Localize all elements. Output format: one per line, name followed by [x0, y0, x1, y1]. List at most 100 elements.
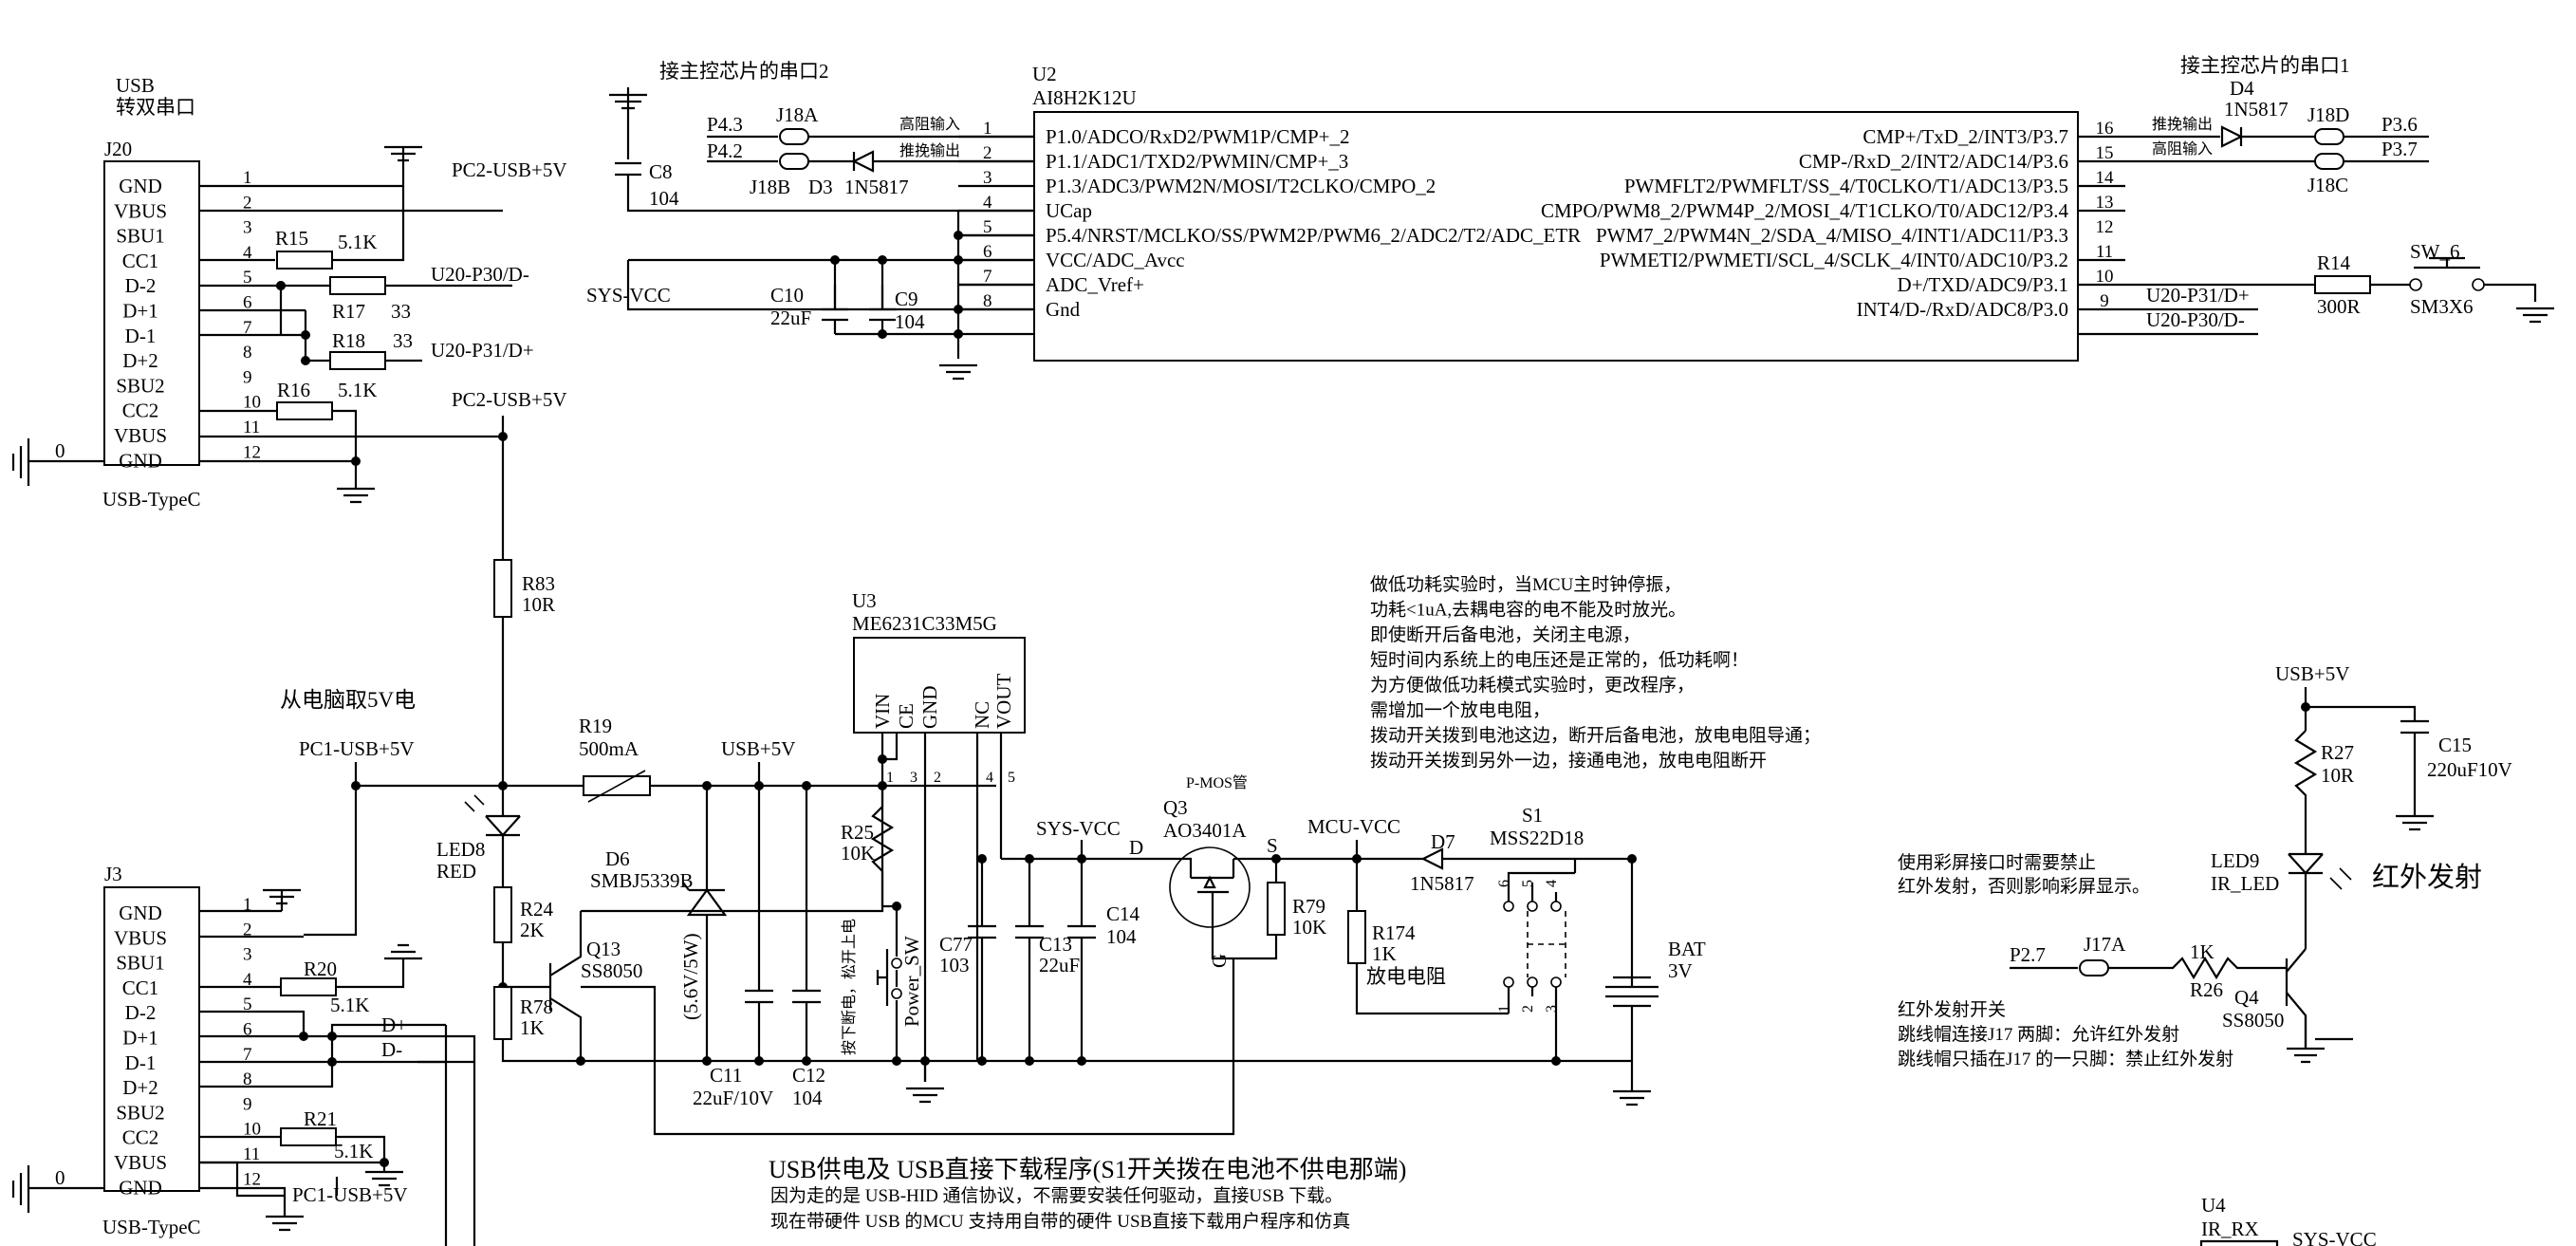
r18-body — [329, 351, 386, 370]
low-power-note-line: 即使断开后备电池，关闭主电源， — [1370, 624, 1640, 645]
usb-pin-number: 2 — [243, 920, 252, 939]
uart1-title: 接主控芯片的串口1 — [2180, 54, 2350, 77]
j20-shield-ground — [11, 438, 104, 486]
bat-symbol — [1605, 976, 1659, 1008]
r19-value: 500mA — [579, 737, 639, 760]
u4-part: IR_RX — [2201, 1218, 2259, 1240]
usb-pin-name: VBUS — [114, 424, 167, 447]
mcu-pin-name: INT4/D-/RxD/ADC8/P3.0 — [1857, 298, 2068, 321]
usb-pin-name: GND — [119, 902, 162, 924]
r174-body — [1347, 910, 1366, 964]
j18d-body — [2314, 128, 2344, 145]
c10-ref: C10 — [770, 284, 804, 307]
net-g: G — [1208, 954, 1231, 968]
q3-part: AO3401A — [1163, 819, 1247, 842]
c11-value: 22uF/10V — [693, 1087, 773, 1109]
r78-value: 1K — [520, 1016, 545, 1039]
ldo-pin-name: NC — [971, 701, 993, 729]
usb-pin-number: 10 — [243, 393, 261, 413]
s1-pin-number: 4 — [1544, 880, 1560, 887]
sw6-ref: SW_6 — [2410, 240, 2460, 263]
mcu-pin-name: D+/TXD/ADC9/P3.1 — [1898, 273, 2068, 296]
net-u20-p31: U20-P31/D+ — [431, 339, 534, 362]
j20-body — [103, 160, 200, 466]
sw6-part: SM3X6 — [2410, 295, 2474, 318]
r26-value: 1K — [2190, 940, 2215, 963]
mcu-pin-number: 11 — [2096, 242, 2113, 262]
power-sw-note: 按下断电，松开上电 — [841, 919, 858, 1055]
c15-value: 220uF10V — [2427, 758, 2512, 781]
net-u20-p30-right: U20-P30/D- — [2146, 308, 2245, 331]
r24-value: 2K — [520, 919, 545, 941]
usb-pin-number: 3 — [243, 218, 252, 238]
bottom-note-line-2: 现在带硬件 USB 的MCU 支持用自带的硬件 USB直接下载用户程序和仿真 — [770, 1211, 1350, 1232]
usb-pin-name: D-1 — [125, 325, 157, 347]
c15-ref: C15 — [2438, 734, 2472, 756]
net-u20-p31-right: U20-P31/D+ — [2146, 284, 2250, 307]
q4-ref: Q4 — [2234, 986, 2259, 1009]
s1-pin-number: 1 — [1496, 1005, 1512, 1013]
usb-pin-number: 6 — [243, 293, 252, 313]
ldo-pin-name: GND — [918, 686, 941, 730]
j20-shield-label: 0 — [55, 439, 65, 462]
mcu-pin-number: 8 — [983, 291, 992, 311]
r21-body — [280, 1127, 337, 1146]
usb-pin-name: GND — [119, 449, 162, 472]
d4-symbol — [2220, 125, 2244, 148]
r79-ref: R79 — [1292, 895, 1325, 918]
usb-pin-number: 12 — [243, 442, 261, 462]
usb-pin-name: D+1 — [122, 300, 158, 323]
q4-part: SS8050 — [2222, 1009, 2284, 1032]
c13-value: 22uF — [1039, 954, 1080, 976]
q3-body — [1169, 846, 1251, 928]
s1-part: MSS22D18 — [1490, 827, 1584, 849]
usb-pin-name: D-1 — [125, 1051, 157, 1074]
r78-body — [493, 986, 512, 1040]
usb-pin-name: VBUS — [114, 926, 167, 949]
j18d-ref: J18D — [2307, 103, 2349, 126]
led8-ref: LED8 — [436, 838, 485, 861]
r14-value: 300R — [2317, 295, 2361, 318]
r24-ref: R24 — [520, 898, 554, 921]
mcu-ref: U2 — [1032, 63, 1057, 85]
usb-pin-name: CC2 — [122, 1126, 159, 1149]
r25-value: 10K — [841, 842, 875, 865]
mcu-pin-name: Gnd — [1046, 298, 1081, 321]
r174-value: 1K — [1372, 942, 1397, 965]
c9-ref: C9 — [895, 288, 918, 310]
bottom-note-title: USB供电及 USB直接下载程序(S1开关拨在电池不供电那端) — [769, 1156, 1406, 1183]
s1-pin-number: 2 — [1520, 1005, 1536, 1013]
usb-pin-number: 1 — [243, 168, 252, 188]
r174-note: 放电电阻 — [1366, 965, 1446, 988]
net-sys-vcc-u4: SYS-VCC — [2292, 1228, 2377, 1246]
mcu-pin-number: 10 — [2096, 267, 2114, 287]
c77-ref: C77 — [939, 933, 973, 956]
bottom-note-line-1: 因为走的是 USB-HID 通信协议，不需要安装任何驱动，直接USB 下载。 — [770, 1185, 1343, 1206]
usb-pin-number: 8 — [243, 1069, 252, 1089]
c8-ground — [609, 87, 647, 159]
net-usb5v-mid: USB+5V — [721, 737, 795, 760]
uart1-pushpull: 推挽输出 — [2152, 116, 2213, 133]
c8-value: 104 — [649, 187, 679, 210]
usb-pin-number: 5 — [243, 995, 252, 1014]
usb-pin-name: SBU1 — [116, 225, 164, 248]
mcu-pin-number: 4 — [983, 193, 992, 213]
mcu-pin-name: P1.1/ADC1/TXD2/PWMIN/CMP+_3 — [1046, 150, 1348, 173]
usb-pin-name: GND — [119, 1176, 162, 1199]
r20-ref: R20 — [304, 958, 337, 980]
r15-value: 5.1K — [338, 231, 377, 253]
j18c-ref: J18C — [2307, 174, 2348, 196]
led8-color: RED — [436, 860, 476, 883]
net-p36: P3.6 — [2381, 113, 2418, 136]
mcu-pin-name: CMPO/PWM8_2/PWM4P_2/MOSI_4/T1CLKO/T0/ADC… — [1541, 199, 2068, 222]
usb-pin-number: 1 — [243, 895, 252, 915]
j20-caption-2: 转双串口 — [116, 96, 195, 119]
mcu-pin-number: 6 — [983, 242, 992, 262]
j20-ground-bottom — [337, 486, 375, 504]
j18b-ref: J18B — [750, 176, 790, 198]
r15-ref: R15 — [275, 227, 308, 250]
mcu-pin-number: 5 — [983, 217, 992, 237]
c9-value: 104 — [895, 310, 925, 333]
